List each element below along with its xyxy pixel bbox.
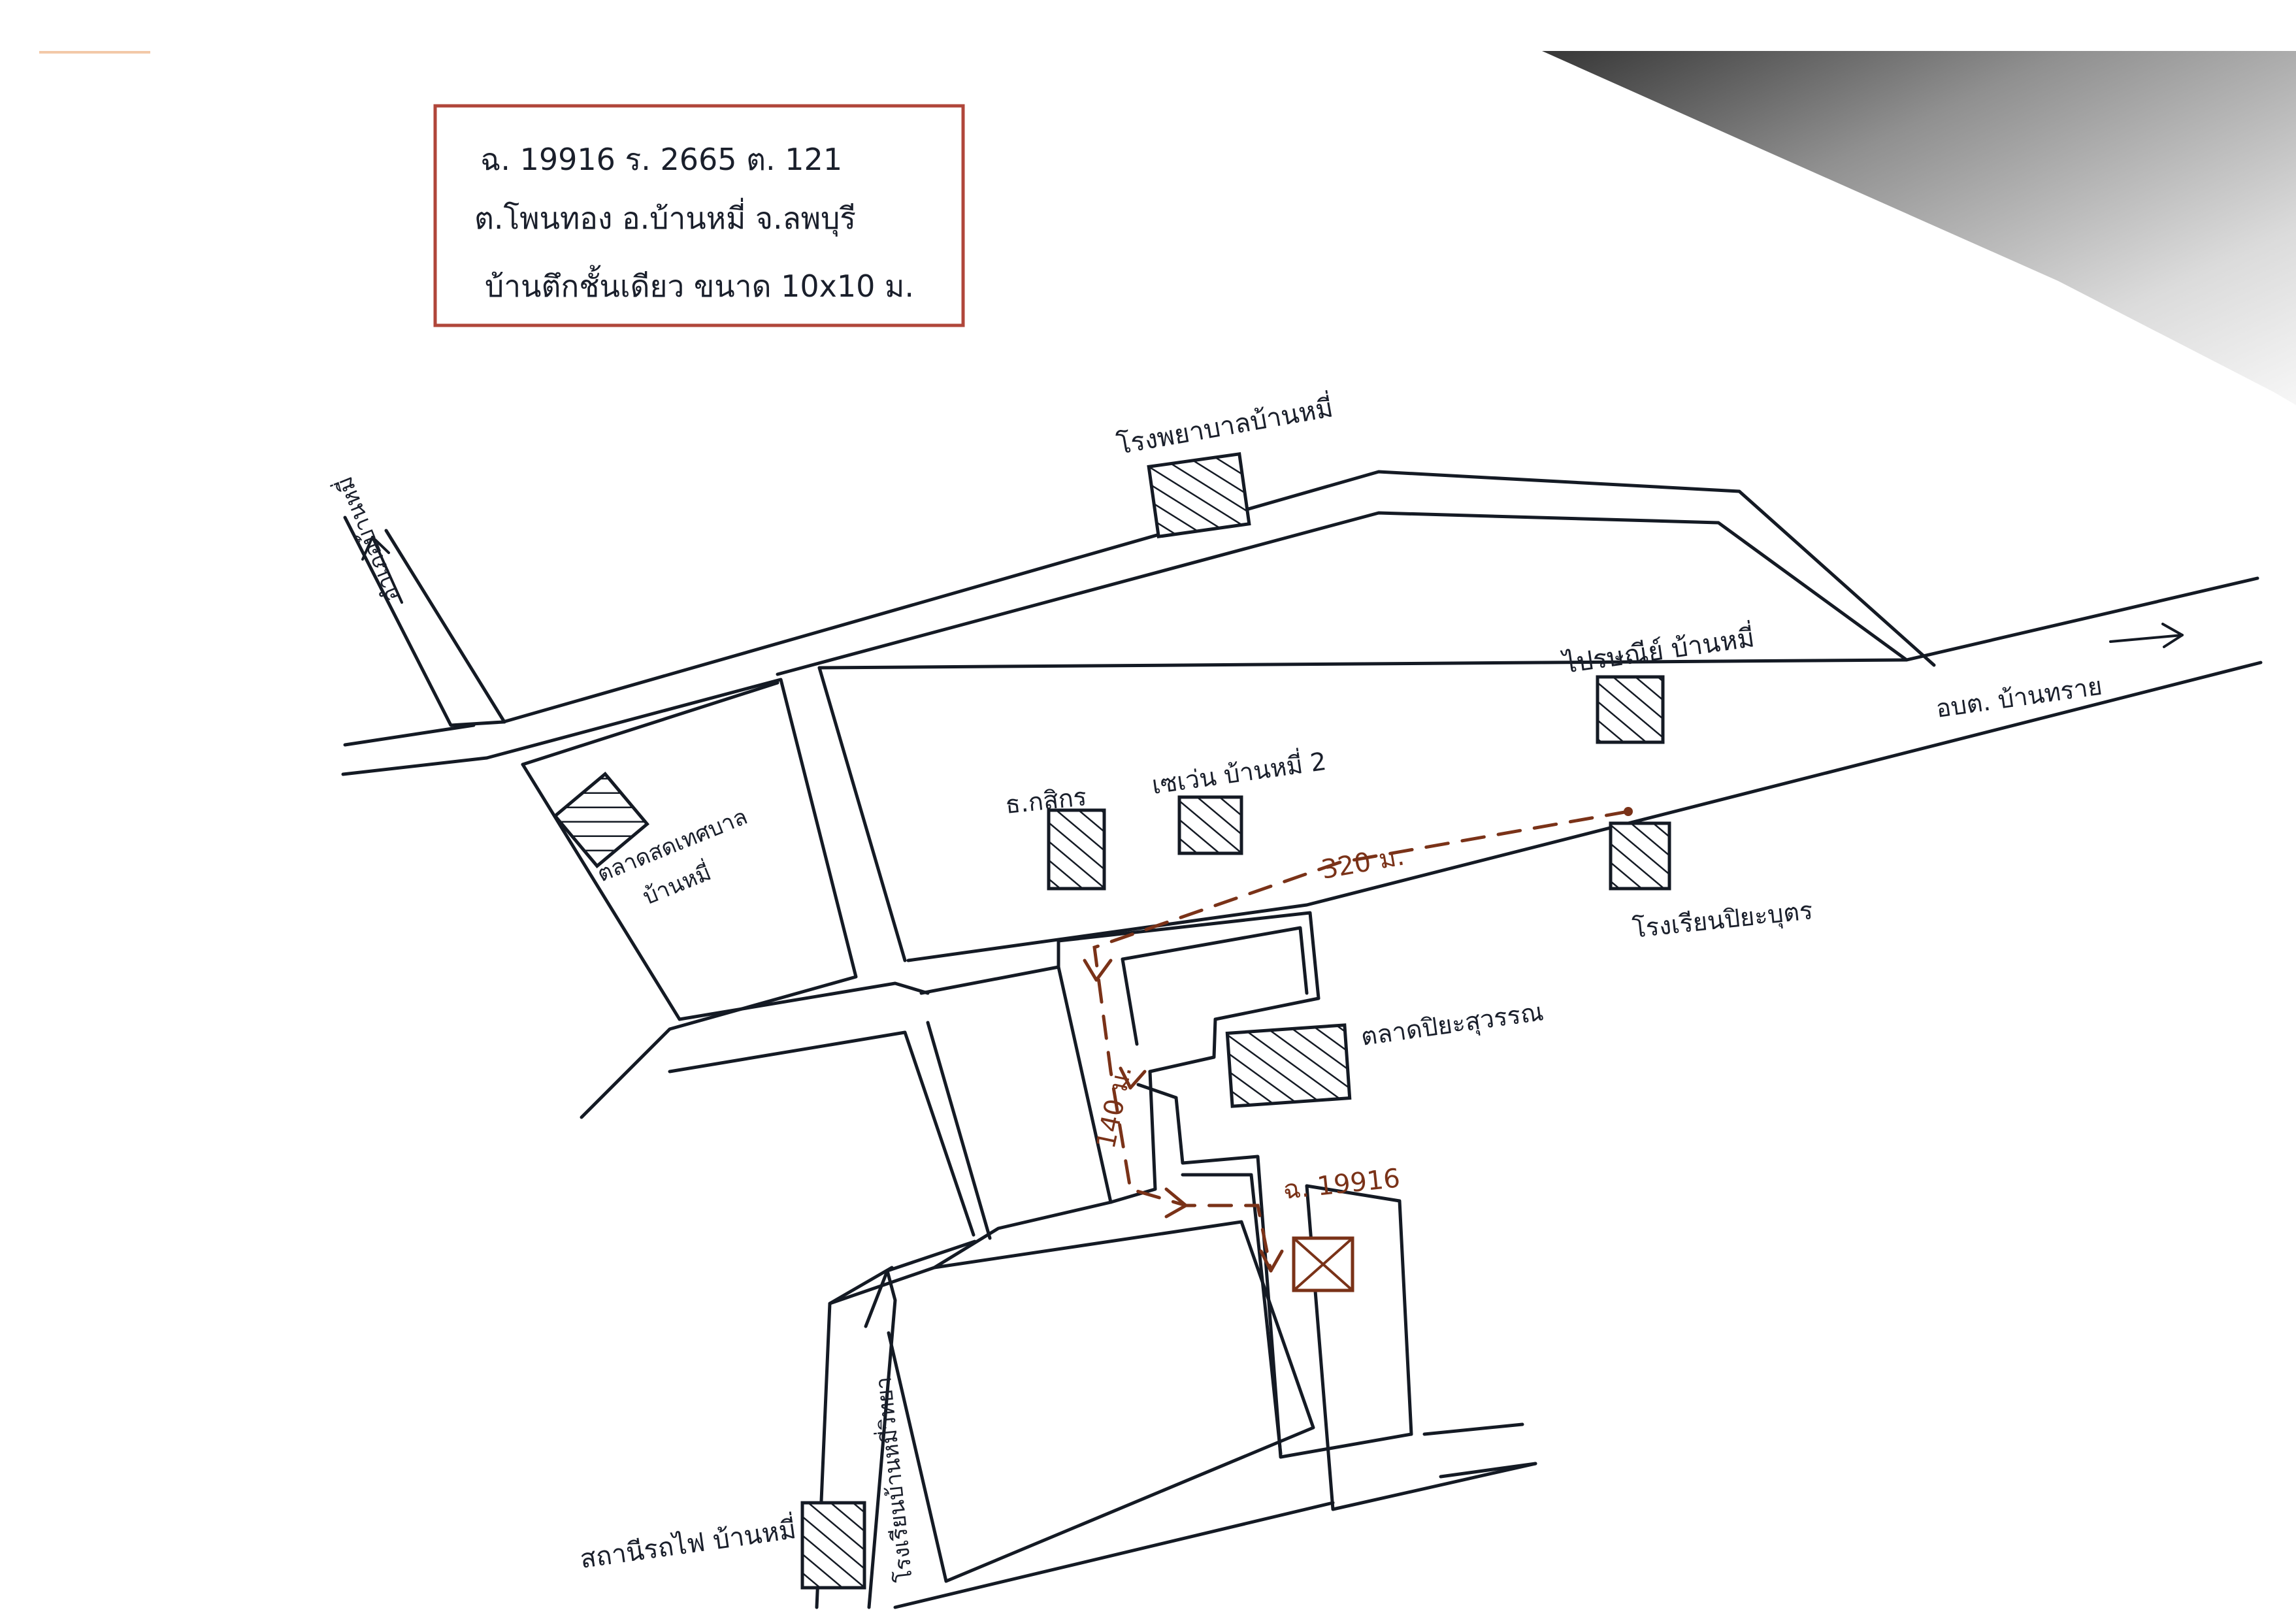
info-line-1: ฉ. 19916 ร. 2665 ต. 121 — [480, 142, 842, 177]
north-arrow — [361, 536, 403, 604]
building-post-office — [1596, 675, 1665, 744]
road-north-west-inner — [384, 529, 506, 724]
route-arrowhead-1 — [1083, 959, 1113, 982]
route-distance-side: 140 ม. — [1091, 1063, 1138, 1151]
road-block-left-d — [521, 762, 681, 1021]
road-network — [341, 470, 2263, 1609]
road-se-2 — [1109, 1070, 1157, 1204]
label-train-station: สถานีรถไฟ บ้านหมี่ — [578, 1511, 798, 1575]
info-line-2: ต.โพนทอง อ.บ้านหมี่ จ.ลพบุรี — [474, 197, 856, 237]
road-se-5 — [1174, 1096, 1413, 1459]
label-school-piya: โรงเรียนปิยะบุตร — [1631, 896, 1814, 944]
road-sw-2 — [668, 1030, 976, 1237]
building-seven-eleven — [1177, 795, 1243, 855]
road-south-central-e — [867, 1269, 897, 1609]
target-house — [1292, 1236, 1354, 1292]
building-school-piya — [1609, 821, 1671, 891]
road-west-lower — [341, 756, 489, 776]
road-south-central-b — [926, 1021, 992, 1240]
route-arrowhead-4 — [1259, 1249, 1284, 1273]
road-north-west-outer — [343, 516, 505, 727]
road-se-8 — [1305, 1184, 1537, 1511]
road-block-left-b — [521, 681, 779, 766]
road-se-10 — [1439, 1462, 1537, 1479]
route-distance-main: 320 ม. — [1319, 841, 1407, 885]
label-market-piya: ตลาดปิยะสุวรรณ — [1359, 997, 1545, 1052]
road-se-9 — [1422, 1422, 1524, 1436]
label-seven-eleven: เซเว่น บ้านหมี่ 2 — [1150, 744, 1328, 800]
road-big-block — [887, 1220, 1315, 1583]
road-block-left-a — [485, 678, 858, 1119]
east-arrow — [2109, 623, 2184, 648]
scan-shadow — [1542, 51, 2296, 405]
label-post-office: ไปรษณีย์ บ้านหมี่ — [1559, 619, 1756, 680]
building-train-station — [800, 1501, 866, 1590]
route-arrowhead-3 — [1164, 1187, 1188, 1219]
route-arrowhead-2 — [1119, 1066, 1147, 1090]
road-se-4 — [1121, 957, 1139, 1046]
road-south-central-c — [828, 1266, 894, 1305]
road-sw-1 — [678, 981, 930, 1021]
building-bank — [1047, 808, 1106, 891]
road-se-3 — [1121, 926, 1309, 995]
road-block-left-c — [817, 666, 907, 962]
info-box: ฉ. 19916 ร. 2665 ต. 121 ต.โพนทอง อ.บ้านห… — [433, 104, 965, 327]
building-municipal-market — [553, 772, 649, 868]
building-hospital — [1147, 451, 1251, 539]
label-school-ban-mi: โรงเรียนบ้านหมี่วิทยา — [868, 1375, 918, 1583]
road-label-north: อำเภอบ้านหมี่ — [329, 473, 406, 606]
route-path — [1083, 807, 1633, 1273]
road-label-east: อบต. บ้านทราย — [1934, 672, 2104, 723]
road-se-7 — [1181, 1173, 1283, 1456]
road-main-lower — [906, 661, 2263, 962]
road-hospital-lower — [776, 511, 1909, 676]
road-far-south — [893, 1501, 1335, 1609]
road-hospital-upper — [501, 470, 1936, 724]
road-west-upper — [343, 723, 476, 747]
road-main-upper — [817, 576, 2259, 670]
road-se-6 — [1136, 1083, 1178, 1100]
road-se-1 — [1057, 911, 1320, 1074]
info-line-3: บ้านตึกชั้นเดียว ขนาด 10x10 ม. — [485, 265, 914, 304]
label-hospital: โรงพยาบาลบ้านหมี่ — [1114, 389, 1336, 460]
building-market-piya — [1225, 1023, 1352, 1108]
